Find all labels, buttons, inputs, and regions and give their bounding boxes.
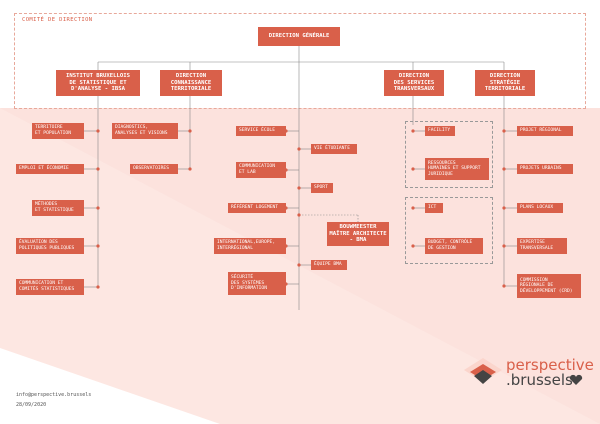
ibsa-item[interactable]: EMPLOI ET ÉCONOMIE	[16, 164, 84, 174]
footer-email[interactable]: info@perspective.brussels	[16, 392, 92, 398]
footer-date: 28/09/2020	[16, 402, 47, 408]
general-item[interactable]: INTERNATIONAL,EUROPE, INTERRÉGIONAL	[214, 238, 286, 254]
heart-icon	[569, 374, 583, 385]
ibsa-box[interactable]: INSTITUT BRUXELLOIS DE STATISTIQUE ET D'…	[56, 70, 140, 96]
services-item[interactable]: RESSOURCES HUMAINES ET SUPPORT JURIDIQUE	[425, 158, 489, 180]
strategie-item[interactable]: COMMISSION RÉGIONALE DE DÉVELOPPEMENT (C…	[517, 274, 581, 298]
services-box[interactable]: DIRECTION DES SERVICES TRANSVERSAUX	[384, 70, 444, 96]
strategie-item[interactable]: PROJETS URBAINS	[517, 164, 573, 174]
general-right-item[interactable]: SPORT	[311, 183, 333, 193]
general-item[interactable]: SERVICE ÉCOLE	[236, 126, 286, 136]
ibsa-item[interactable]: ÉVALUATION DES POLITIQUES PUBLIQUES	[16, 238, 84, 254]
services-group-2	[405, 197, 493, 264]
bma-box[interactable]: BOUWMEESTER MAÎTRE ARCHITECTE - BMA	[327, 222, 389, 246]
ibsa-item[interactable]: MÉTHODES ET STATISTIQUE	[32, 200, 84, 216]
ibsa-item[interactable]: TERRITOIRE ET POPULATION	[32, 123, 84, 139]
services-item[interactable]: ICT	[425, 203, 443, 213]
strategie-item[interactable]: PROJET RÉGIONAL	[517, 126, 573, 136]
connaissance-item[interactable]: DIAGNOSTICS, ANALYSES ET VISIONS	[112, 123, 178, 139]
strategie-item[interactable]: PLANS LOCAUX	[517, 203, 563, 213]
strategie-item[interactable]: EXPERTISE TRANSVERSALE	[517, 238, 567, 254]
logo-word-brussels: .brussels	[506, 371, 573, 389]
general-item[interactable]: SÉCURITÉ DES SYSTÈMES D'INFORMATION	[228, 272, 286, 295]
ibsa-item[interactable]: COMMUNICATION ET COMITÉS STATISTIQUES	[16, 279, 84, 295]
strategie-box[interactable]: DIRECTION STRATÉGIE TERRITORIALE	[475, 70, 535, 96]
services-group-1	[405, 121, 493, 188]
general-right-item[interactable]: ÉQUIPE BMA	[311, 260, 347, 270]
committee-frame	[14, 13, 586, 109]
services-item[interactable]: FACILITY	[425, 126, 455, 136]
direction-generale-box[interactable]: DIRECTION GÉNÉRALE	[258, 27, 340, 46]
general-item[interactable]: COMMUNICATION ET LAB	[236, 162, 286, 178]
general-item[interactable]: RÉFÉRENT LOGEMENT	[228, 203, 286, 213]
logo-word-perspective: perspective	[506, 356, 594, 374]
connaissance-item[interactable]: OBSERVATOIRES	[130, 164, 178, 174]
connaissance-box[interactable]: DIRECTION CONNAISSANCE TERRITORIALE	[160, 70, 222, 96]
services-item[interactable]: BUDGET, CONTRÔLE DE GESTION	[425, 238, 483, 254]
general-right-item[interactable]: VIE ÉTUDIANTE	[311, 144, 357, 154]
committee-label: COMITÉ DE DIRECTION	[22, 17, 93, 23]
perspective-logo-icon	[464, 358, 502, 384]
